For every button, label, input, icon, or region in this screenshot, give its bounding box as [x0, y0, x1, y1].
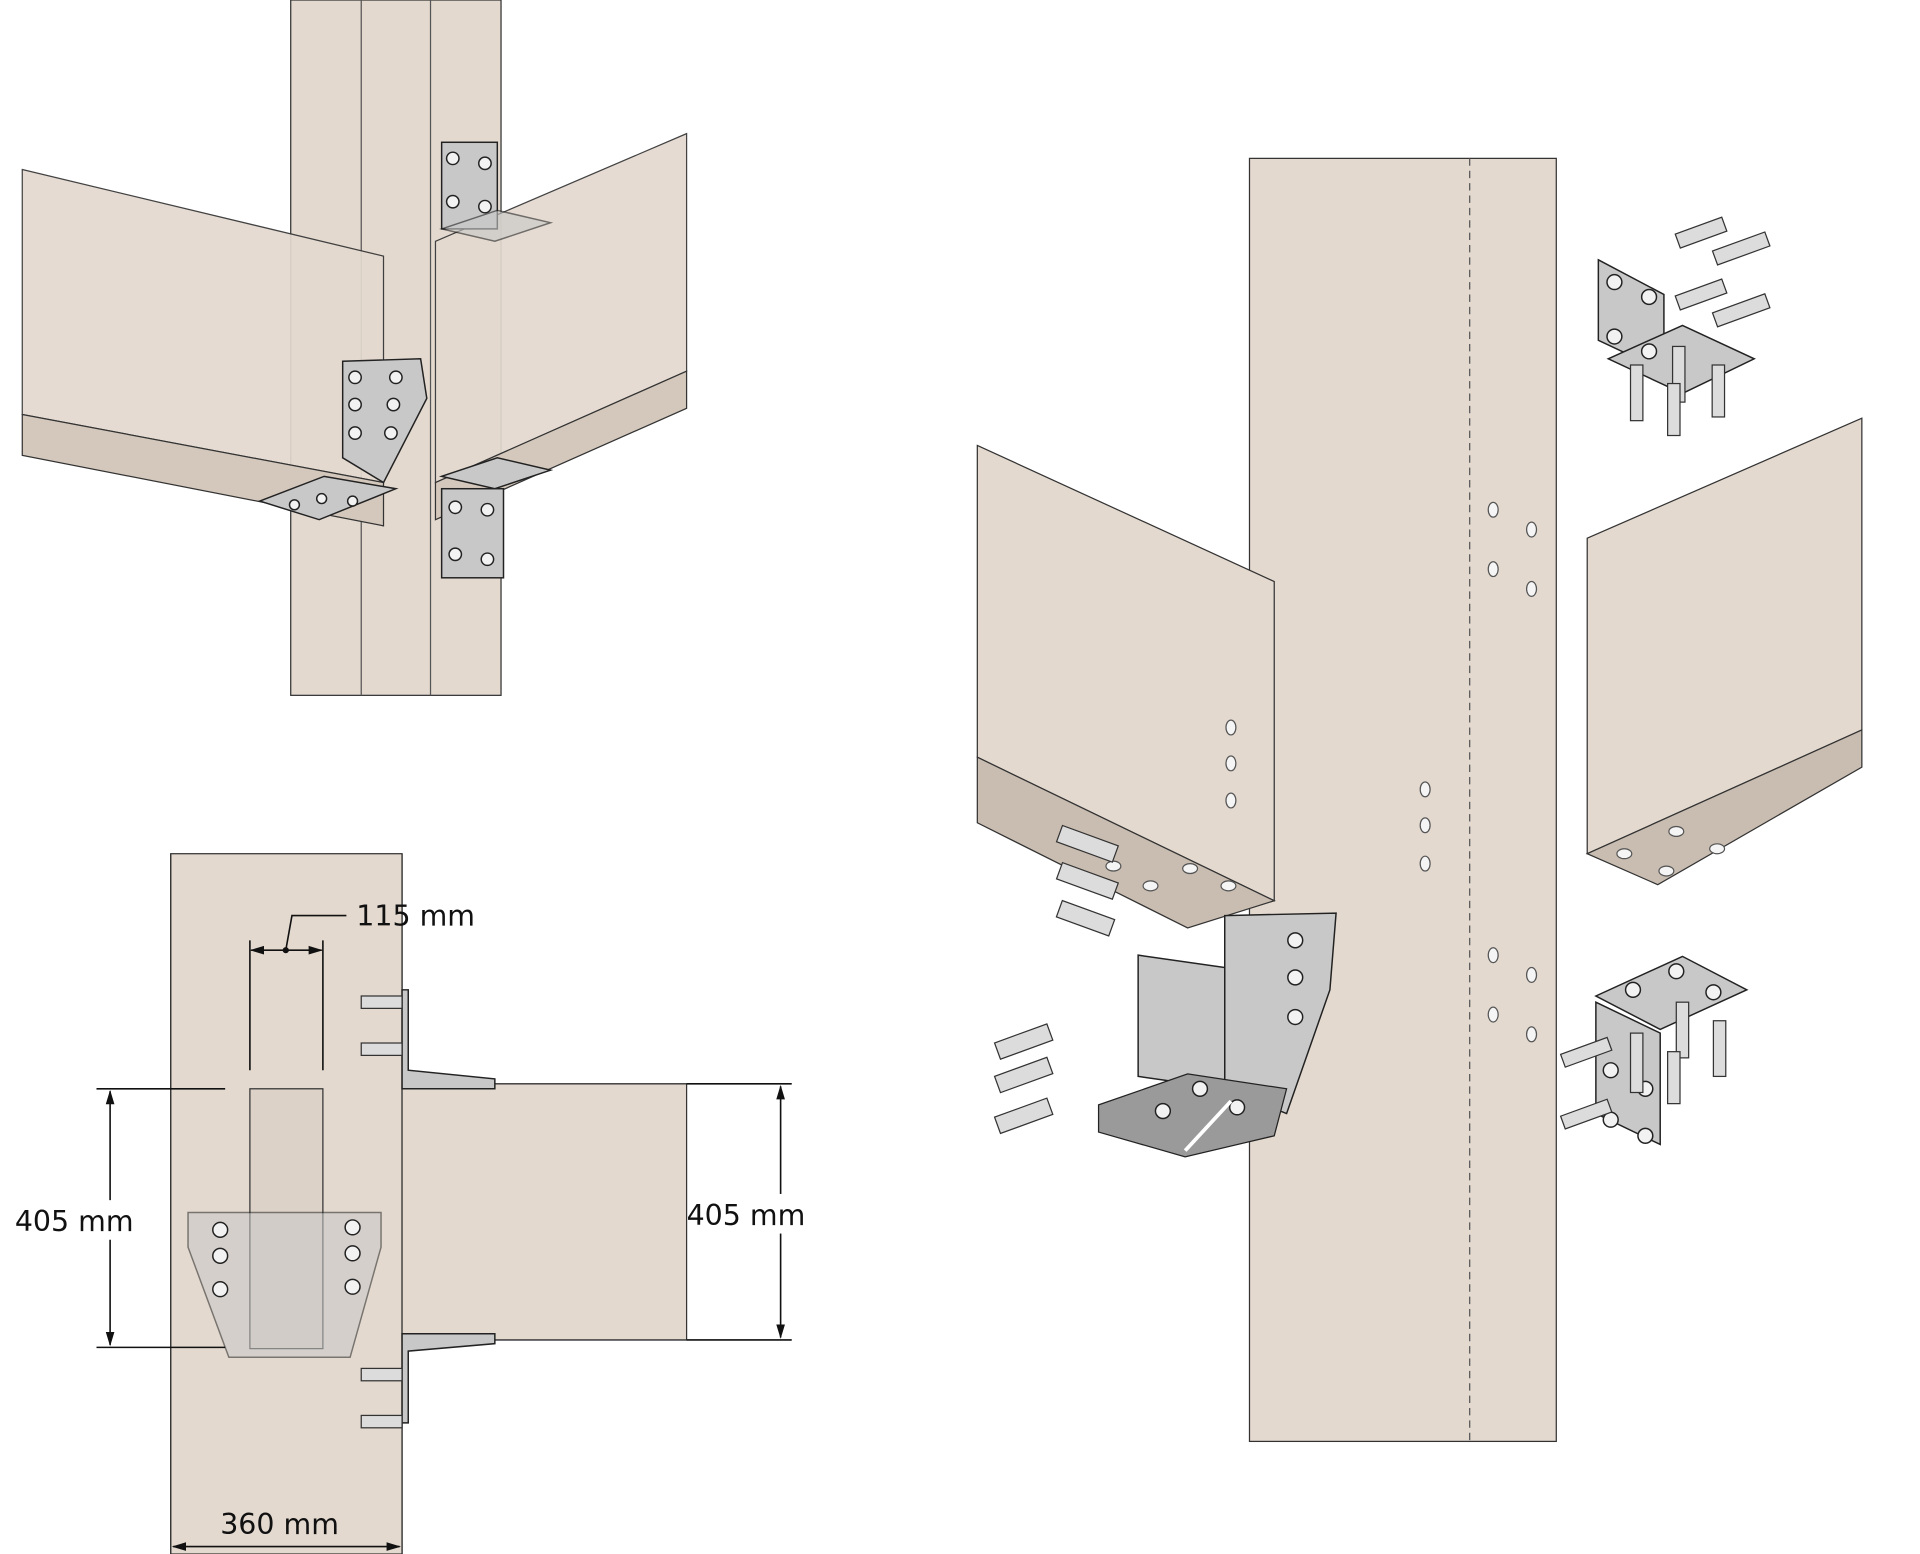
steel-hanger-bracket [257, 358, 428, 521]
steel-bracket-lower [438, 457, 554, 579]
dimension-label-beam-height-right: 405 mm [687, 1199, 806, 1232]
angle-bracket-bottom [401, 1333, 496, 1424]
angle-bracket-top [401, 989, 496, 1090]
dimension-label-beam-height-left: 405 mm [15, 1205, 134, 1238]
steel-bracket-top-exploded [1597, 216, 1771, 437]
insertion-arrow [1183, 1099, 1233, 1152]
dimension-115: 115 mm [249, 899, 475, 1071]
dimension-label-slot-width: 115 mm [356, 899, 475, 932]
isometric-assembled-view [21, 0, 688, 696]
hanger-bracket-elevation [187, 1211, 382, 1359]
steel-bracket-bottom-exploded [1559, 955, 1749, 1146]
beam-elevation [401, 1083, 688, 1341]
dimension-label-column-width: 360 mm [220, 1508, 339, 1541]
column-exploded [1248, 157, 1557, 1443]
dimension-360: 360 mm [171, 1508, 402, 1551]
dimension-405-left: 405 mm [9, 1087, 226, 1349]
exploded-view [976, 157, 1863, 1443]
steel-hanger-exploded [993, 824, 1337, 1158]
elevation-view: 115 mm 405 mm 405 mm 360 mm [9, 853, 817, 1554]
steel-bracket-upper [438, 141, 554, 243]
dimension-405-right: 405 mm [686, 1083, 817, 1341]
